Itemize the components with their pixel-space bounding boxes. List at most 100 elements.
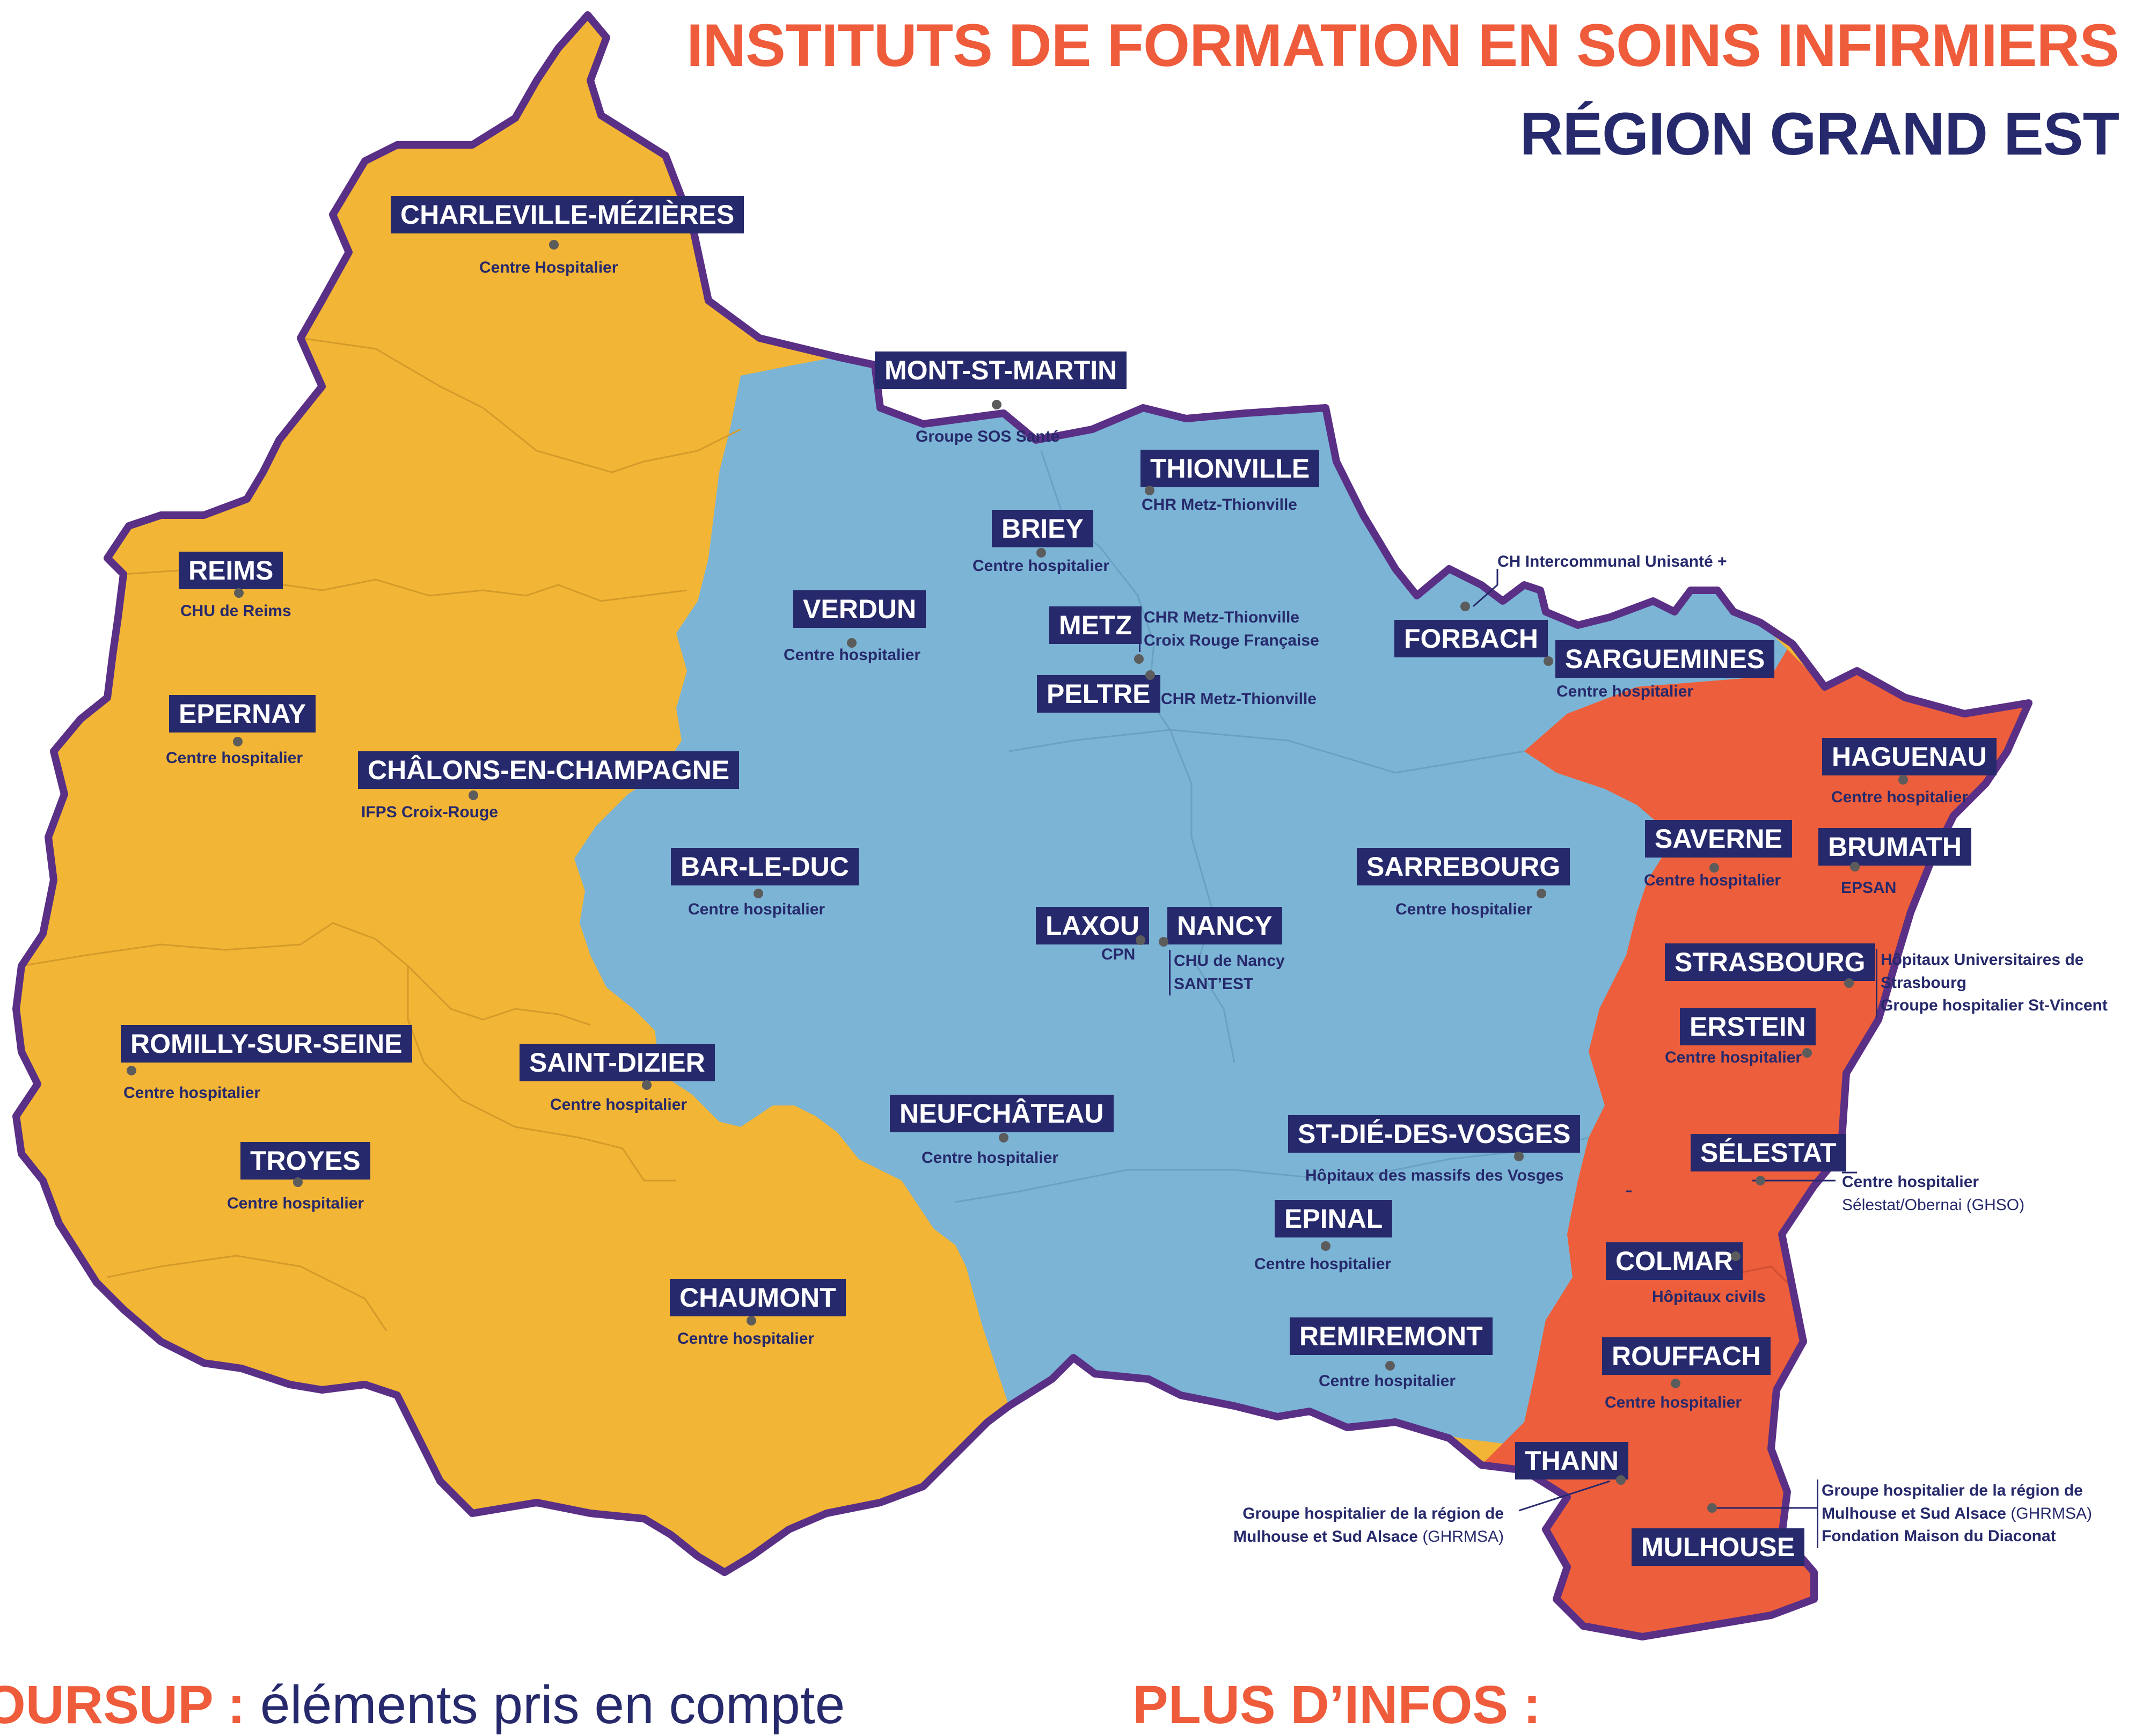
city-dot: [1844, 978, 1854, 988]
city-label: BAR-LE-DUC: [671, 848, 859, 885]
city-label: ROMILLY-SUR-SEINE: [121, 1025, 412, 1063]
city-label: VERDUN: [793, 590, 926, 628]
region-outline: [12, 11, 2032, 1640]
city-label: SARGUEMINES: [1555, 640, 1775, 678]
city-label: CHARLEVILLE-MÉZIÈRES: [391, 196, 744, 233]
institute-line: Croix Rouge Française: [1144, 631, 1319, 649]
leader-lines: [1473, 569, 1857, 1512]
institute-label: Centre hospitalier: [688, 900, 825, 918]
city-dot: [1850, 862, 1860, 871]
city-dot: [1159, 937, 1168, 947]
city-label: CHÂLONS-EN-CHAMPAGNE: [358, 751, 740, 789]
institute-label: Hôpitaux des massifs des Vosges: [1305, 1167, 1564, 1184]
city-dot: [1898, 775, 1908, 785]
institute-line: Fondation Maison du Diaconat: [1822, 1527, 2056, 1545]
institute-line: Groupe hospitalier de la région de: [1242, 1505, 1504, 1522]
city-label: COLMAR: [1606, 1242, 1743, 1280]
institute-label: Groupe hospitalier de la région de Mulho…: [1233, 1503, 1504, 1548]
institute-line: Mulhouse et Sud Alsace: [1822, 1504, 2006, 1522]
institute-label: Centre hospitalier: [123, 1084, 261, 1102]
city-dot: [1460, 602, 1470, 611]
institute-label: Centre hospitalier: [1556, 683, 1694, 700]
city-dot: [1671, 1379, 1680, 1388]
institute-line: Strasbourg: [1881, 973, 1967, 992]
city-dot: [754, 889, 763, 898]
city-label: REMIREMONT: [1290, 1317, 1493, 1355]
city-dot: [469, 790, 478, 800]
institute-label: IFPS Croix-Rouge: [361, 803, 499, 821]
city-dot: [1136, 935, 1145, 945]
city-dot: [992, 400, 1001, 409]
institute-label: Centre hospitalier: [227, 1195, 364, 1212]
city-dot: [1537, 889, 1546, 898]
city-label: ERSTEIN: [1680, 1008, 1816, 1045]
city-label: HAGUENAU: [1822, 738, 1997, 775]
institute-label: Centre Hospitalier: [479, 259, 618, 276]
city-label: SÉLESTAT: [1691, 1134, 1846, 1171]
institute-line: Centre hospitalier: [1842, 1173, 1979, 1191]
city-label: ROUFFACH: [1602, 1337, 1771, 1375]
city-dot: [127, 1066, 136, 1075]
city-label: PELTRE: [1037, 675, 1160, 713]
institute-label: CHU de Reims: [180, 602, 291, 620]
page-subtitle: RÉGION GRAND EST: [1519, 100, 2119, 167]
institute-label: EPSAN: [1841, 879, 1897, 897]
institute-line: (GHRMSA): [2010, 1504, 2092, 1522]
city-label: NANCY: [1167, 907, 1282, 944]
footer-parcoursup-heading: OURSUP :: [0, 1675, 246, 1735]
institute-label: Centre hospitalier: [1605, 1394, 1742, 1411]
institute-label: Centre hospitalier: [1254, 1255, 1392, 1273]
city-label: EPINAL: [1275, 1200, 1393, 1237]
institute-label: CHR Metz-Thionville Croix Rouge Français…: [1139, 606, 1319, 653]
city-dot: [1802, 1048, 1812, 1058]
city-dot: [1731, 1251, 1741, 1261]
city-dot: [234, 588, 244, 598]
institute-line: Groupe hospitalier de la région de: [1822, 1482, 2083, 1499]
city-dot: [1145, 486, 1154, 495]
department-borders-champagne: [21, 337, 741, 1331]
institute-label: Centre hospitalier: [1831, 788, 1969, 806]
city-dot: [1756, 1176, 1765, 1185]
footer-more-info: PLUS D’INFOS :: [1132, 1675, 1541, 1735]
city-label: CHAUMONT: [670, 1279, 846, 1316]
city-dot: [1616, 1475, 1626, 1485]
city-label: BRIEY: [992, 510, 1093, 547]
city-dot: [1036, 548, 1046, 558]
city-label: BRUMATH: [1818, 828, 1972, 866]
institute-label: Centre hospitalier: [1644, 871, 1781, 889]
institute-label: Centre hospitalier: [922, 1149, 1059, 1167]
institute-line: (GHRMSA): [1422, 1527, 1504, 1545]
institute-line: CHR Metz-Thionville: [1144, 609, 1299, 626]
institute-label: CH Intercommunal Unisanté +: [1497, 553, 1727, 570]
footer-parcoursup: OURSUP : éléments pris en compte: [0, 1674, 845, 1736]
city-label: MULHOUSE: [1632, 1528, 1805, 1566]
city-label: ST-DIÉ-DES-VOSGES: [1288, 1115, 1581, 1153]
city-dot: [747, 1316, 756, 1325]
institute-label: Centre hospitalier: [677, 1330, 815, 1347]
city-dot: [1321, 1241, 1330, 1251]
institute-line: Groupe hospitalier St-Vincent: [1881, 997, 2108, 1015]
institute-label: CHR Metz-Thionville: [1142, 496, 1297, 514]
city-dot: [1544, 656, 1553, 666]
city-label: LAXOU: [1036, 907, 1149, 944]
institute-label: Hôpitaux civils: [1652, 1288, 1766, 1306]
institute-line: Sélestat/Obernai (GHSO): [1842, 1196, 2025, 1214]
city-label: REIMS: [179, 552, 283, 589]
institute-line: Mulhouse et Sud Alsace: [1233, 1527, 1418, 1545]
city-dot: [999, 1133, 1008, 1142]
city-label: SARREBOURG: [1357, 848, 1570, 885]
institute-label: Centre hospitalier Sélestat/Obernai (GHS…: [1842, 1171, 2024, 1217]
city-dot: [1709, 863, 1719, 873]
institute-line: CHU de Nancy: [1174, 952, 1285, 970]
institute-line: SANT’EST: [1174, 975, 1254, 993]
institute-label: Centre hospitalier: [1665, 1049, 1802, 1066]
city-label: THIONVILLE: [1140, 450, 1320, 487]
city-label: FORBACH: [1394, 620, 1548, 657]
institute-label: CHU de Nancy SANT’EST: [1169, 950, 1285, 996]
institute-label: Groupe SOS Santé: [916, 428, 1060, 445]
city-dot: [642, 1080, 652, 1090]
city-label: EPERNAY: [169, 695, 316, 733]
institute-label: Groupe hospitalier de la région de Mulho…: [1817, 1479, 2092, 1548]
city-dot: [847, 638, 857, 648]
